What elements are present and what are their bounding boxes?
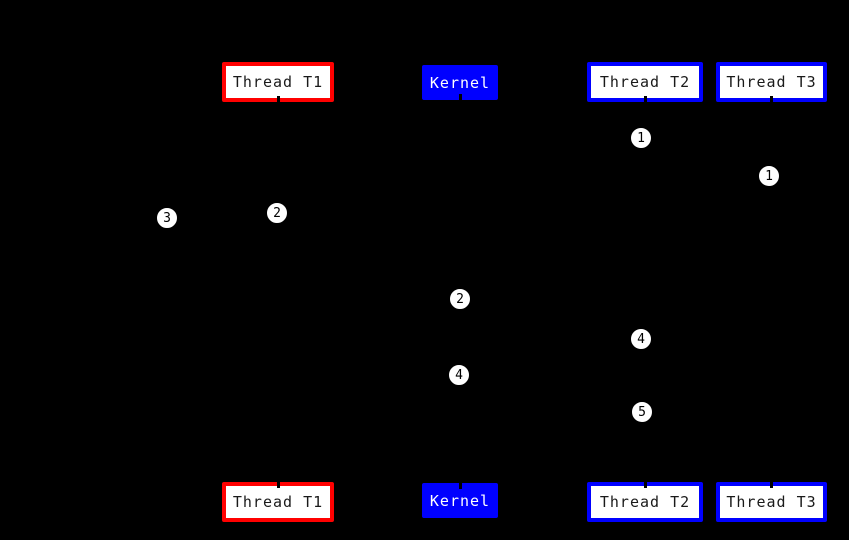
step-marker-label: 3	[163, 210, 171, 226]
step-marker-4: 4	[630, 328, 652, 350]
step-marker-1: 1	[630, 127, 652, 149]
step-marker-label: 2	[456, 291, 464, 307]
step-marker-label: 2	[273, 205, 281, 221]
step-marker-label: 5	[638, 404, 646, 420]
entity-box-thread-t3-top: Thread T3	[716, 62, 827, 102]
step-marker-3: 3	[156, 207, 178, 229]
entity-label-thread-t3-top: Thread T3	[726, 73, 817, 91]
entity-box-thread-t3-bottom: Thread T3	[716, 482, 827, 522]
entity-label-thread-t2-bottom: Thread T2	[599, 493, 691, 511]
lifeline-thread-t2	[643, 96, 647, 488]
entity-box-thread-t2-bottom: Thread T2	[587, 482, 703, 522]
step-marker-4: 4	[448, 364, 470, 386]
entity-box-thread-t1-bottom: Thread T1	[222, 482, 334, 522]
entity-box-thread-t2-top: Thread T2	[587, 62, 703, 102]
step-marker-2: 2	[449, 288, 471, 310]
step-marker-label: 1	[637, 130, 645, 146]
step-marker-label: 4	[455, 367, 463, 383]
step-marker-label: 1	[765, 168, 773, 184]
lifeline-thread-t1	[276, 96, 280, 488]
step-marker-1: 1	[758, 165, 780, 187]
step-marker-label: 4	[637, 331, 645, 347]
entity-label-kernel-top: Kernel	[429, 73, 491, 92]
entity-label-thread-t1-bottom: Thread T1	[232, 493, 324, 511]
entity-label-kernel-bottom: Kernel	[429, 491, 491, 510]
step-marker-2: 2	[266, 202, 288, 224]
entity-label-thread-t2-top: Thread T2	[599, 73, 691, 91]
lifeline-thread-t3	[770, 96, 773, 488]
step-marker-5: 5	[631, 401, 653, 423]
entity-label-thread-t3-bottom: Thread T3	[726, 493, 817, 511]
entity-label-thread-t1-top: Thread T1	[232, 73, 324, 91]
